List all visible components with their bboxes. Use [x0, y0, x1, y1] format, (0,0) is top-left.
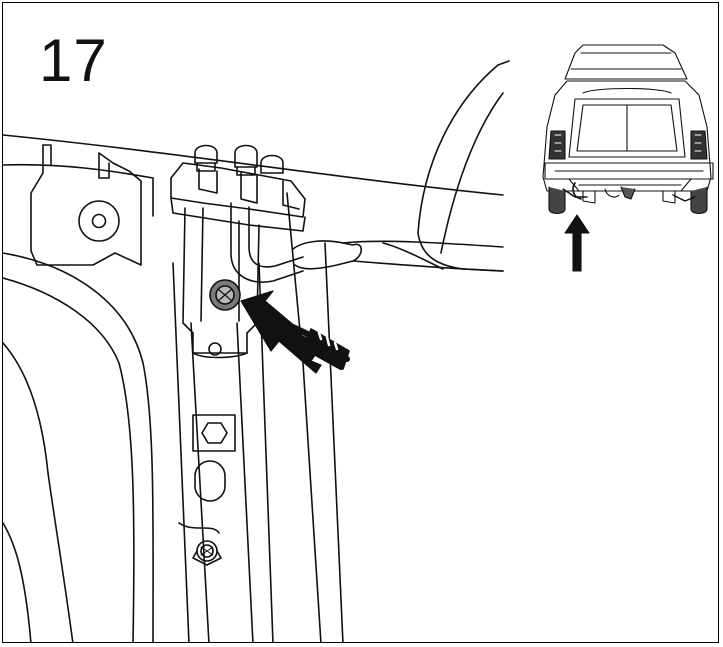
bracket-illustration	[3, 60, 510, 642]
step-number: 17	[39, 27, 108, 94]
arrow-icon	[564, 214, 590, 272]
car-rear-icon	[542, 44, 714, 272]
arrow-icon	[240, 290, 350, 374]
